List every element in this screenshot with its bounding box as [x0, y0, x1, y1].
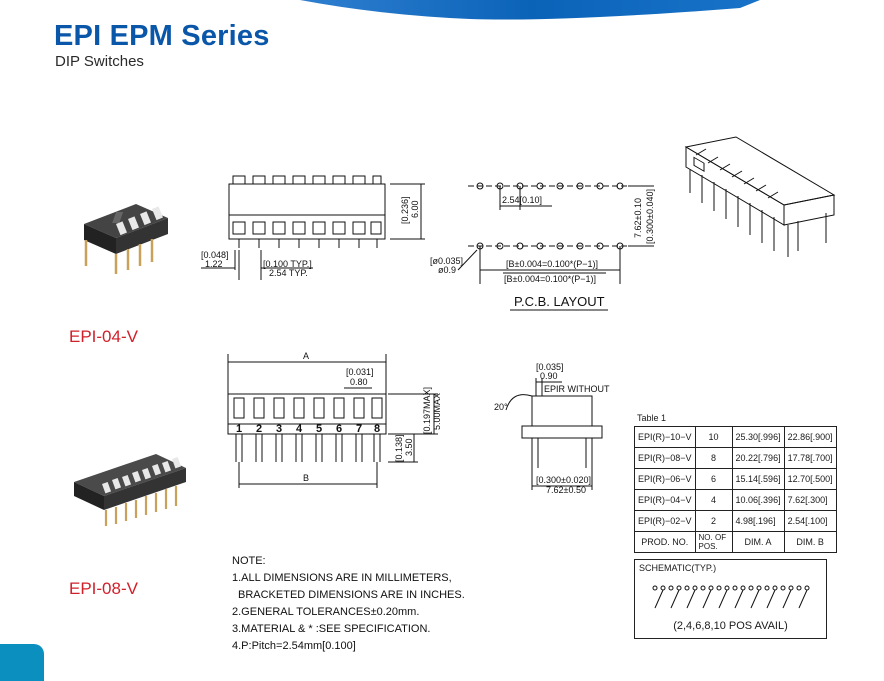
side-angle: 20°	[494, 402, 508, 412]
dim-lead-mm: 1.22	[205, 259, 223, 269]
cell-prod: EPI(R)−10−V	[634, 426, 696, 448]
dim-pitch-mm: 2.54 TYP.	[269, 268, 308, 278]
cell-dim-b: 7.62[.300]	[783, 489, 837, 511]
note-line: 3.MATERIAL & * :SEE SPECIFICATION.	[232, 623, 431, 635]
table-row: EPI(R)−06−V 6 15.14[.596] 12.70[.500]	[634, 468, 837, 490]
front-key-5: 5	[316, 423, 322, 435]
cell-pos: 10	[694, 426, 733, 448]
cell-pos: 2	[694, 510, 733, 532]
front-width-inch: [0.031]	[346, 367, 374, 377]
front-height-inch: [0.197MAX]	[422, 387, 432, 434]
cell-prod: EPI(R)−04−V	[634, 489, 696, 511]
table-row: EPI(R)−04−V 4 10.06[.396] 7.62[.300]	[634, 489, 837, 511]
drawing-3d-view	[684, 136, 836, 257]
side-top-inch: [0.035]	[536, 362, 564, 372]
table-header-row: PROD. NO. NO. OF POS. DIM. A DIM. B	[634, 531, 837, 553]
front-key-1: 1	[236, 423, 242, 435]
schematic-caption: (2,4,6,8,10 POS AVAIL)	[673, 620, 788, 632]
side-row-inch: [0.300±0.020]	[536, 475, 591, 485]
pcb-caption: P.C.B. LAYOUT	[514, 294, 605, 309]
side-top-mm: 0.90	[540, 371, 558, 381]
cell-dim-a: 10.06[.396]	[731, 489, 785, 511]
note-line: 2.GENERAL TOLERANCES±0.20mm.	[232, 606, 420, 618]
front-key-7: 7	[356, 423, 362, 435]
page-subtitle: DIP Switches	[55, 53, 144, 70]
front-key-8: 8	[374, 423, 380, 435]
pcb-length-inch: [B±0.004=0.100*(P−1)]	[504, 274, 596, 284]
table-row: EPI(R)−02−V 2 4.98[.196] 2.54[.100]	[634, 510, 837, 532]
dim-height-mm: 6.00	[410, 200, 420, 218]
header-pos: NO. OF POS.	[694, 531, 733, 553]
pcb-hole-mm: ø0.9	[438, 265, 456, 275]
notes-block: NOTE: 1.ALL DIMENSIONS ARE IN MILLIMETER…	[232, 553, 465, 655]
front-key-3: 3	[276, 423, 282, 435]
schematic-label: SCHEMATIC(TYP.)	[639, 563, 717, 573]
pcb-hole-inch: [ø0.035]	[430, 256, 463, 266]
table-row: EPI(R)−10−V 10 25.30[.996] 22.86[.900]	[634, 426, 837, 448]
note-line: 1.ALL DIMENSIONS ARE IN MILLIMETERS,	[232, 572, 452, 584]
note-line: 4.P:Pitch=2.54mm[0.100]	[232, 640, 356, 652]
header-pos-line2: POS.	[698, 542, 718, 551]
dim-b-label: B	[303, 473, 309, 483]
front-width-mm: 0.80	[350, 377, 368, 387]
cell-prod: EPI(R)−02−V	[634, 510, 696, 532]
front-height-mm: 5.00MAX	[432, 393, 442, 430]
pcb-length-mm: [B±0.004=0.100*(P−1)]	[506, 259, 598, 269]
cell-dim-b: 12.70[.500]	[783, 468, 837, 490]
drawing-side-view: [0.035] 0.90 EPIR WITHOUT 20° [0.300±0.0…	[494, 362, 610, 495]
note-line: NOTE:	[232, 555, 266, 567]
cell-dim-b: 22.86[.900]	[783, 426, 837, 448]
switch-4pos-keys	[116, 206, 163, 236]
corner-tab	[0, 644, 44, 681]
brand-banner	[300, 0, 760, 20]
dim-lead-inch: [0.048]	[201, 250, 229, 260]
side-note: EPIR WITHOUT	[544, 384, 610, 394]
dimension-table: EPI(R)−10−V 10 25.30[.996] 22.86[.900] E…	[634, 426, 837, 553]
pcb-row-inch: [0.300±0.040]	[645, 189, 655, 244]
dim-a-label: A	[303, 351, 309, 361]
drawing-top-view: [0.048] 1.22 [0.100 TYP.] 2.54 TYP. [0.2…	[201, 175, 425, 280]
schematic-switches	[652, 585, 810, 609]
front-key-4: 4	[296, 423, 303, 435]
note-line: BRACKETED DIMENSIONS ARE IN INCHES.	[238, 589, 465, 601]
cell-pos: 4	[694, 489, 733, 511]
cell-dim-a: 20.22[.796]	[731, 447, 785, 469]
pcb-pitch: 2.54[0.10]	[502, 195, 542, 205]
pcb-row-mm: 7.62±0.10	[633, 198, 643, 238]
table-caption: Table 1	[637, 413, 667, 423]
model-label-8pos: EPI-08-V	[69, 579, 138, 598]
table-row: EPI(R)−08−V 8 20.22[.796] 17.78[.700]	[634, 447, 837, 469]
front-pin-inch: [0.138]	[394, 434, 404, 462]
cell-dim-a: 25.30[.996]	[731, 426, 785, 448]
switch-photo-4pos	[84, 204, 168, 274]
cell-dim-b: 2.54[.100]	[783, 510, 837, 532]
dim-height-inch: [0.236]	[400, 196, 410, 224]
model-label-4pos: EPI-04-V	[69, 327, 138, 346]
cell-dim-a: 15.14[.596]	[731, 468, 785, 490]
schematic-box: SCHEMATIC(TYP.) (2,4,6,8,10 POS AVAIL)	[634, 559, 827, 639]
front-key-6: 6	[336, 423, 342, 435]
side-row-mm: 7.62±0.50	[546, 485, 586, 495]
front-key-2: 2	[256, 423, 262, 435]
dim-pitch-inch: [0.100 TYP.]	[263, 259, 312, 269]
header-dim-a: DIM. A	[731, 531, 785, 553]
cell-dim-a: 4.98[.196]	[731, 510, 785, 532]
cell-pos: 8	[694, 447, 733, 469]
drawing-front-view: A B [0.031] 0.80 [0.197MAX] 5.00MAX [0.1…	[227, 351, 442, 488]
switch-photo-8pos	[74, 454, 186, 526]
header-prod: PROD. NO.	[634, 531, 696, 553]
pcb-layout: 2.54[0.10] 7.62±0.10 [0.300±0.040] [ø0.0…	[430, 182, 655, 311]
cell-pos: 6	[694, 468, 733, 490]
header-dim-b: DIM. B	[783, 531, 837, 553]
front-pin-mm: 3.50	[404, 438, 414, 456]
cell-prod: EPI(R)−08−V	[634, 447, 696, 469]
header-pos-line1: NO. OF	[698, 533, 727, 542]
page-title: EPI EPM Series	[54, 20, 270, 52]
cell-prod: EPI(R)−06−V	[634, 468, 696, 490]
cell-dim-b: 17.78[.700]	[783, 447, 837, 469]
